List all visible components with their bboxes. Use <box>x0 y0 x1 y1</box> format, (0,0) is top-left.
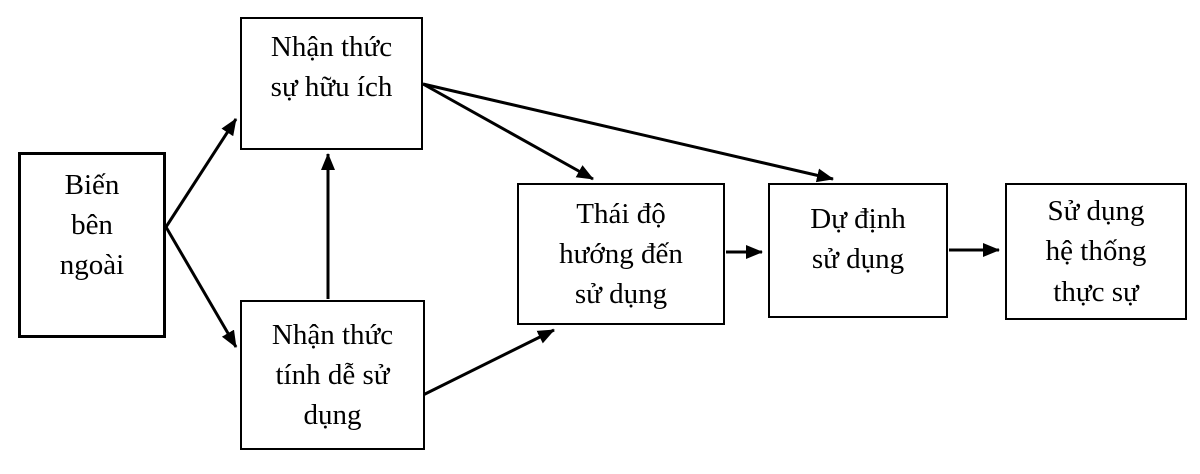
node-actual-system-use-label: Sử dụng hệ thống thực sự <box>1045 195 1147 308</box>
node-intention-to-use: Dự định sử dụng <box>768 183 948 318</box>
node-actual-system-use: Sử dụng hệ thống thực sự <box>1005 183 1187 320</box>
node-attitude-toward-using: Thái độ hướng đến sử dụng <box>517 183 725 325</box>
node-intention-to-use-label: Dự định sử dụng <box>810 203 906 276</box>
arrow-external-to-ease-of-use <box>164 226 238 348</box>
node-perceived-ease-of-use-label: Nhận thức tính dễ sử dụng <box>271 318 394 431</box>
arrow-usefulness-to-attitude <box>422 82 594 181</box>
node-external-variables-label: Biến bên ngoài <box>59 169 125 282</box>
node-perceived-usefulness: Nhận thức sự hữu ích <box>240 17 423 150</box>
arrow-usefulness-to-intention <box>422 82 834 183</box>
node-perceived-usefulness-label: Nhận thức sự hữu ích <box>270 31 393 104</box>
arrow-ease-of-use-to-attitude <box>420 328 555 398</box>
node-external-variables: Biến bên ngoài <box>18 152 166 338</box>
arrow-external-to-usefulness <box>164 118 238 228</box>
node-perceived-ease-of-use: Nhận thức tính dễ sử dụng <box>240 300 425 450</box>
node-attitude-toward-using-label: Thái độ hướng đến sử dụng <box>559 197 683 310</box>
